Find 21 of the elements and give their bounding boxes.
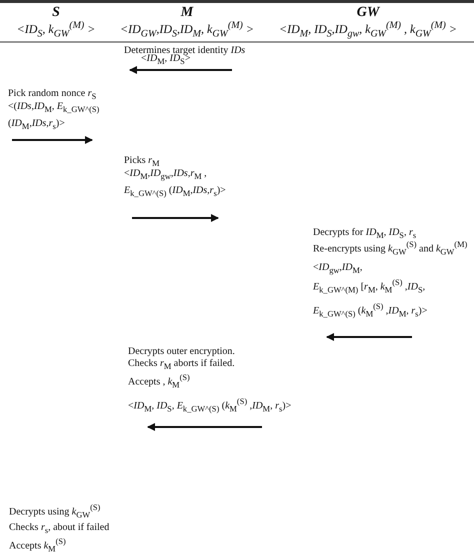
- message-text: <ID$_{M}$, ID$_{S}$, E$_{k_GW^(S)}$ (k$_{M}$$^{(S)}$ ,ID$_{M}$, r$_{s}$)>: [128, 397, 292, 414]
- message-text: <ID$_{gw}$,ID$_{M}$,: [313, 262, 362, 276]
- party-heading: GW: [356, 5, 380, 20]
- step-note: Determines target identity IDs: [124, 45, 246, 56]
- step-note: Checks r$_{s}$, about if failed: [9, 522, 110, 536]
- step-note: Picks r$_{M}$: [124, 155, 160, 168]
- message-text: (ID$_{M}$,IDs,r$_{s}$)>: [8, 118, 65, 132]
- message-text: E$_{k_GW^(S)}$ (ID$_{M}$,IDs,r$_{s}$)>: [124, 185, 226, 198]
- party-keys: <ID$_{GW}$,ID$_{S}$,ID$_{M}$, k$_{GW}$$^{(M)}$ >: [120, 20, 254, 40]
- step-note: Pick random nonce r$_{S}$: [8, 88, 96, 102]
- step-note: Decrypts for ID$_{M}$, ID$_{S}$, r$_{s}$: [313, 227, 416, 240]
- message-text: <(IDs,ID$_{M}$, E$_{k_GW^(S)}$: [8, 101, 100, 114]
- step-note: Checks r$_{M}$ aborts if failed.: [128, 358, 235, 372]
- party-keys: <ID$_{M}$, ID$_{S}$,ID$_{gw}$, k$_{GW}$$^{(M)}$ , k$_{GW}$$^{(M)}$ >: [279, 20, 457, 40]
- party-keys: <ID$_{S}$, k$_{GW}$$^{(M)}$ >: [16, 20, 96, 40]
- message-text: E$_{k_GW^(M)}$ [r$_{M}$, k$_{M}$$^{(S)}$ ,ID$_{S}$,: [313, 278, 426, 294]
- step-note: Decrypts outer encryption.: [128, 346, 235, 357]
- party-heading: M: [180, 5, 194, 20]
- message-text: <ID$_{M}$,ID$_{gw}$,IDs,r$_{M}$ ,: [124, 168, 207, 182]
- message-text: E$_{k_GW^(S)}$ (k$_{M}$$^{(S)}$ ,ID$_{M}$, r$_{s}$)>: [313, 302, 428, 318]
- party-heading: S: [52, 5, 60, 20]
